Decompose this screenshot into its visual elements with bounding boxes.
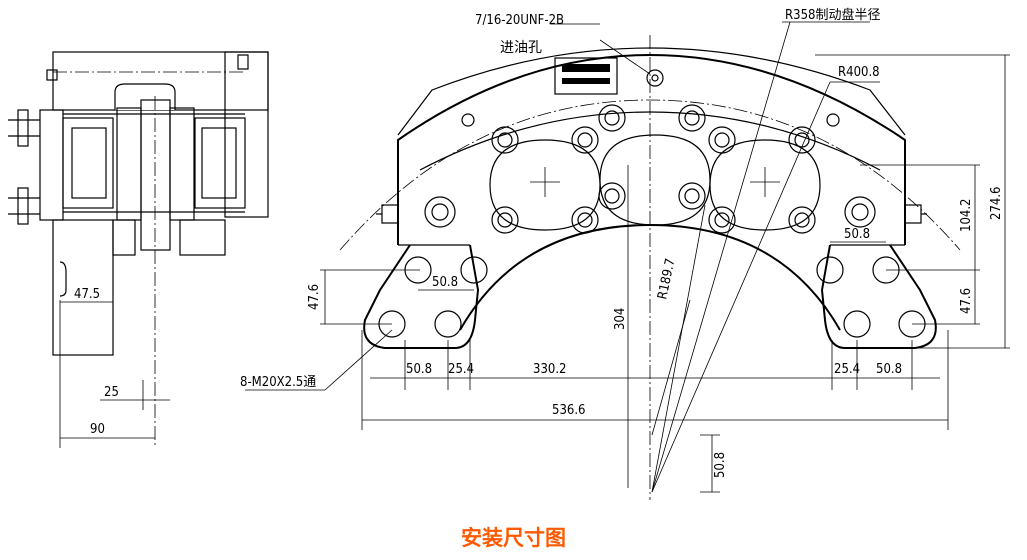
dim-25-4-left: 25.4 (448, 362, 474, 377)
side-dim-90: 90 (90, 422, 105, 437)
dim-50-8-bottom: 50.8 (713, 452, 728, 478)
side-dim-47-5: 47.5 (74, 287, 100, 302)
dim-50-8-top-left: 50.8 (432, 275, 458, 290)
dim-304: 304 (613, 308, 628, 330)
dim-r189-7: R189.7 (655, 257, 678, 301)
bolt-spec-label: 8-M20X2.5通 (240, 375, 316, 390)
dim-104-2: 104.2 (959, 199, 974, 232)
front-view: 7/16-20UNF-2B 进油孔 R358制动盘半径 R400.8 8-M20… (240, 7, 1010, 500)
dim-50-8-top-right: 50.8 (844, 227, 870, 242)
dim-536-6: 536.6 (552, 403, 585, 418)
dim-330-2: 330.2 (533, 362, 566, 377)
disc-radius-label: R358制动盘半径 (785, 7, 880, 23)
drawing-caption: 安装尺寸图 (461, 526, 566, 550)
dim-274-6: 274.6 (989, 187, 1004, 220)
oil-inlet-label: 进油孔 (500, 40, 542, 56)
side-section-view: 47.5 25 90 (8, 51, 269, 448)
dim-25-4-right: 25.4 (834, 362, 860, 377)
dim-50-8-bottom-left: 50.8 (406, 362, 432, 377)
dim-50-8-bottom-right: 50.8 (876, 362, 902, 377)
port-thread-label: 7/16-20UNF-2B (475, 13, 564, 28)
dim-47-6-left: 47.6 (307, 284, 322, 310)
side-dim-25: 25 (104, 385, 119, 400)
outer-radius-label: R400.8 (838, 65, 880, 80)
dim-47-6-right: 47.6 (959, 288, 974, 314)
